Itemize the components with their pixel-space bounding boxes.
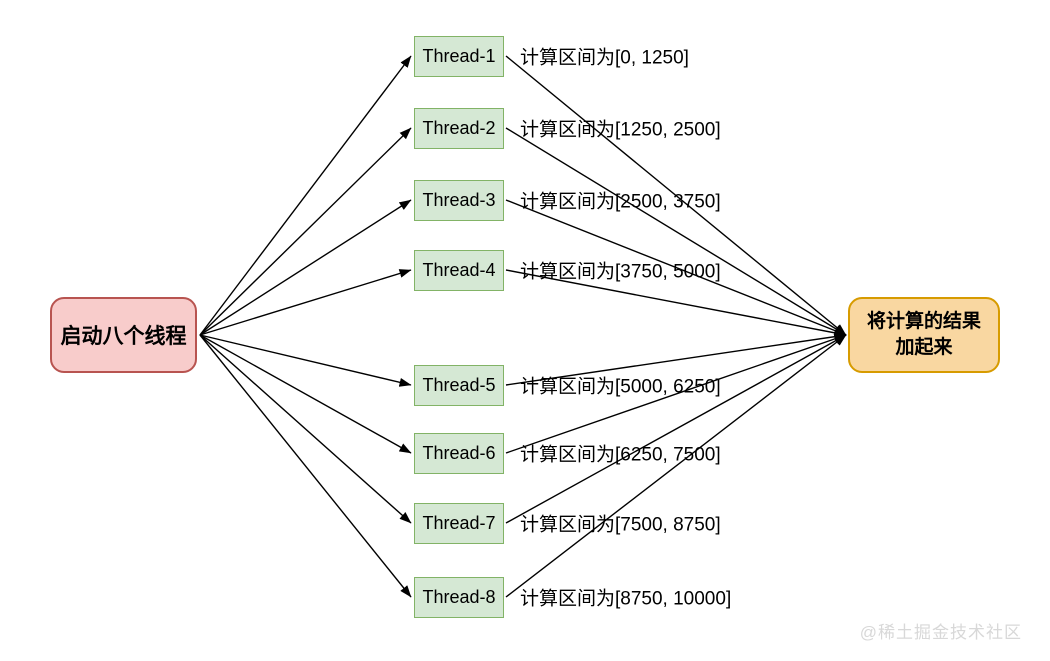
thread-interval-label: 计算区间为[1250, 2500] (520, 119, 721, 141)
end-node-label-line2: 加起来 (895, 337, 953, 358)
edge-thread-to-end (505, 332, 847, 386)
thread-node: Thread-7 (414, 502, 504, 544)
thread-interval-label: 计算区间为[2500, 3750] (520, 191, 721, 213)
thread-node: Thread-6 (414, 432, 504, 474)
edge-start-to-thread (199, 334, 412, 387)
thread-node-label: Thread-2 (422, 117, 496, 138)
thread-node-label: Thread-5 (422, 374, 496, 395)
end-node-label-line1: 将计算的结果 (866, 311, 981, 333)
thread-node: Thread-4 (414, 249, 504, 291)
thread-node: Thread-2 (414, 107, 504, 149)
thread-interval-label: 计算区间为[8750, 10000] (520, 588, 732, 610)
thread-interval-label: 计算区间为[6250, 7500] (520, 444, 721, 466)
edge-start-to-thread (199, 334, 412, 598)
edge-thread-to-end (505, 334, 847, 454)
thread-node-label: Thread-7 (422, 512, 496, 533)
edge-thread-to-end (505, 334, 847, 598)
thread-node-label: Thread-4 (422, 259, 496, 280)
edge-start-to-thread (199, 334, 412, 454)
start-node-label: 启动八个线程 (60, 325, 187, 348)
edge-start-to-thread (199, 55, 412, 336)
edge-thread-to-end (505, 334, 847, 524)
watermark: @稀土掘金技术社区 (859, 623, 1022, 642)
edge-thread-to-end (505, 199, 847, 336)
start-node: 启动八个线程 (50, 297, 197, 373)
edge-start-to-thread (199, 199, 412, 336)
thread-node: Thread-3 (414, 179, 504, 221)
thread-node-label: Thread-3 (422, 189, 496, 210)
thread-interval-label: 计算区间为[5000, 6250] (520, 376, 721, 398)
thread-node-label: Thread-8 (422, 586, 496, 607)
thread-node: Thread-8 (414, 576, 504, 618)
end-node: 将计算的结果 加起来 (848, 297, 1000, 373)
thread-node: Thread-5 (414, 364, 504, 406)
edge-start-to-thread (199, 127, 412, 336)
thread-node: Thread-1 (414, 35, 504, 77)
edge-start-to-thread (199, 334, 412, 524)
edge-thread-to-end (505, 55, 847, 336)
thread-interval-label: 计算区间为[3750, 5000] (520, 261, 721, 283)
thread-node-label: Thread-6 (422, 442, 496, 463)
thread-interval-label: 计算区间为[7500, 8750] (520, 514, 721, 536)
thread-node-label: Thread-1 (422, 45, 496, 66)
edge-thread-to-end (505, 269, 847, 338)
edge-start-to-thread (199, 269, 412, 336)
thread-interval-label: 计算区间为[0, 1250] (520, 47, 689, 69)
edge-thread-to-end (505, 127, 847, 336)
